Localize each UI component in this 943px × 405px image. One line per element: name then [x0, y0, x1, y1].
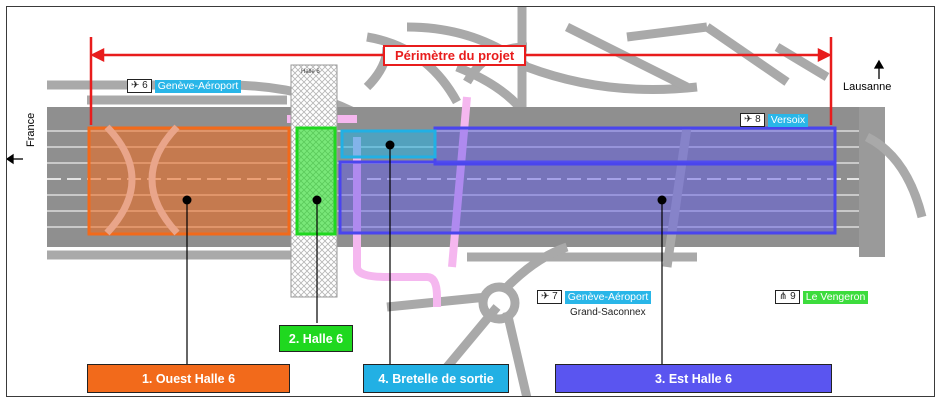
exit-badge-8: ✈ 8 Versoix	[740, 113, 809, 127]
exit-badge-7: ✈ 7 Genève-Aéroport	[537, 290, 652, 304]
motorway-exit-icon: ✈ 6	[127, 79, 152, 93]
zone-label-halle6: 2. Halle 6	[279, 325, 353, 352]
exit-8-name: Versoix	[767, 113, 809, 127]
place-halle6-map: Halle 6	[301, 69, 320, 75]
perimeter-label-text: Périmètre du projet	[395, 48, 515, 63]
road-curve-north	[406, 22, 698, 94]
leader-lines	[186, 145, 663, 367]
zone-est-halle6-lower	[338, 160, 837, 235]
road-diag-3	[626, 22, 708, 42]
motorway-exit-icon: ✈ 7	[537, 290, 562, 304]
road-bridge	[662, 126, 692, 268]
marker-ouest	[182, 195, 192, 205]
zone-halle6	[295, 126, 337, 236]
zone-label-bretelle: 4. Bretelle de sortie	[363, 364, 509, 393]
exit-badge-9: ⋔ 9 Le Vengeron	[775, 290, 869, 304]
zone-bretelle	[340, 129, 437, 159]
zone-label-est: 3. Est Halle 6	[555, 364, 832, 393]
direction-france: France	[25, 112, 37, 147]
direction-arrows	[7, 59, 885, 165]
place-grand-saconnex: Grand-Saconnex	[570, 307, 646, 318]
road-diag-1	[564, 22, 690, 92]
zone-markers	[182, 140, 667, 205]
exit-9-name: Le Vengeron	[802, 290, 869, 304]
direction-lausanne: Lausanne	[843, 81, 892, 93]
ouest-interchange-arcs	[104, 124, 180, 236]
marker-bretelle	[385, 140, 395, 150]
perimeter-label: Périmètre du projet	[383, 45, 527, 66]
marker-halle6	[312, 195, 322, 205]
pink-ramp-east	[448, 96, 471, 268]
zone-label-ouest: 1. Ouest Halle 6	[87, 364, 290, 393]
roundabout	[478, 282, 520, 324]
zone-est-halle6-upper	[433, 126, 837, 166]
marker-est	[657, 195, 667, 205]
junction-icon: ⋔ 9	[775, 290, 800, 304]
road-s-diag	[502, 310, 532, 396]
motorway-exit-icon: ✈ 8	[740, 113, 765, 127]
pink-ramp-west	[353, 137, 441, 307]
road-map	[7, 7, 927, 396]
road-ne-diag	[503, 242, 569, 291]
road-east-ramp	[864, 132, 927, 219]
map-figure: Périmètre du projet France Lausanne ✈ 6 …	[6, 6, 935, 397]
exit-6-name: Genève-Aéroport	[154, 79, 242, 93]
exit-7-name: Genève-Aéroport	[564, 290, 652, 304]
road-diag-4	[774, 43, 830, 81]
road-east-vertical	[859, 107, 885, 257]
exit-badge-6: ✈ 6 Genève-Aéroport	[127, 79, 242, 93]
